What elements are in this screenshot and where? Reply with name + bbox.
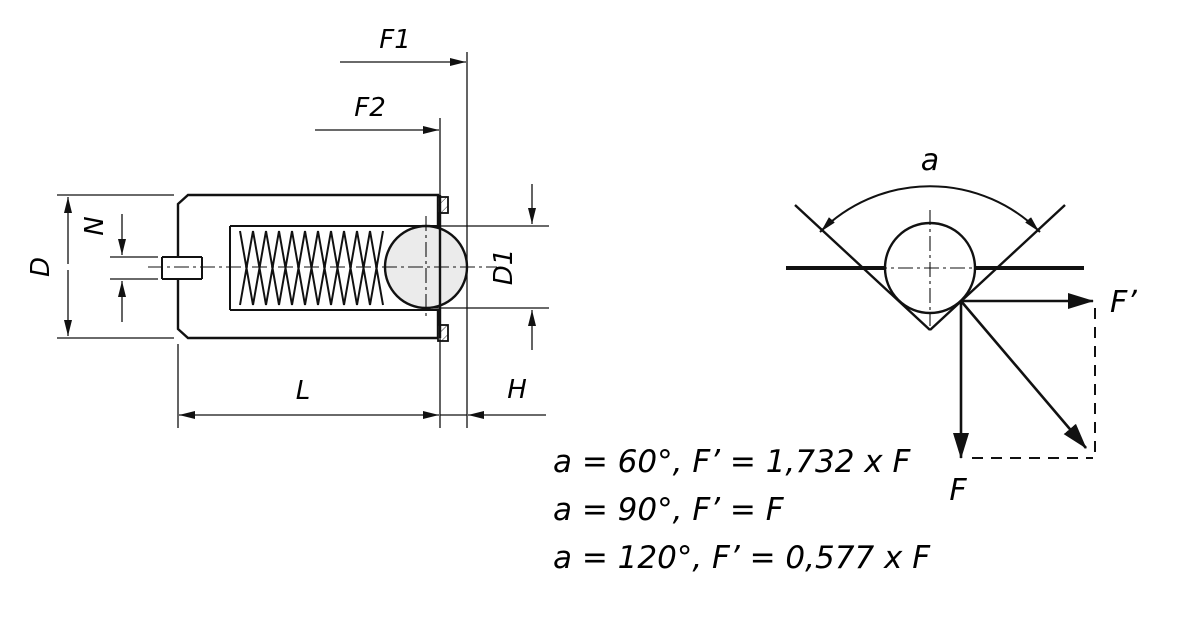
slot-clear	[162, 257, 202, 279]
angle-arc-arrow-right	[1025, 217, 1040, 232]
plunger-section-view	[148, 193, 497, 342]
formula-90deg: a = 90°, F’ = F	[553, 492, 785, 528]
retaining-lip-bottom	[437, 324, 449, 342]
angle-arc-arrow-left	[820, 217, 835, 232]
angle-label: a	[921, 143, 939, 178]
formula-block: a = 60°, F’ = 1,732 x F a = 90°, F’ = F …	[553, 444, 931, 576]
force-label: F	[949, 473, 967, 508]
dimensions: F1 F2 N D D1 L H	[26, 25, 549, 428]
angle-arc	[819, 185, 1041, 233]
formula-60deg: a = 60°, F’ = 1,732 x F	[553, 444, 912, 480]
dim-label-f1: F1	[379, 25, 411, 55]
formula-120deg: a = 120°, F’ = 0,577 x F	[553, 540, 931, 576]
dim-label-l: L	[296, 376, 311, 406]
dim-label-d: D	[26, 257, 56, 277]
retaining-lip-top	[437, 196, 449, 214]
dim-label-h: H	[507, 375, 527, 405]
force-diagram: a F’ F	[786, 143, 1137, 508]
resultant-arrow	[960, 300, 1087, 449]
dim-label-d1: D1	[489, 249, 519, 286]
dim-label-f2: F2	[354, 93, 386, 123]
force-prime-label: F’	[1110, 285, 1137, 320]
dim-label-n: N	[80, 216, 110, 235]
plunger-body	[176, 193, 440, 340]
spring	[239, 230, 384, 306]
